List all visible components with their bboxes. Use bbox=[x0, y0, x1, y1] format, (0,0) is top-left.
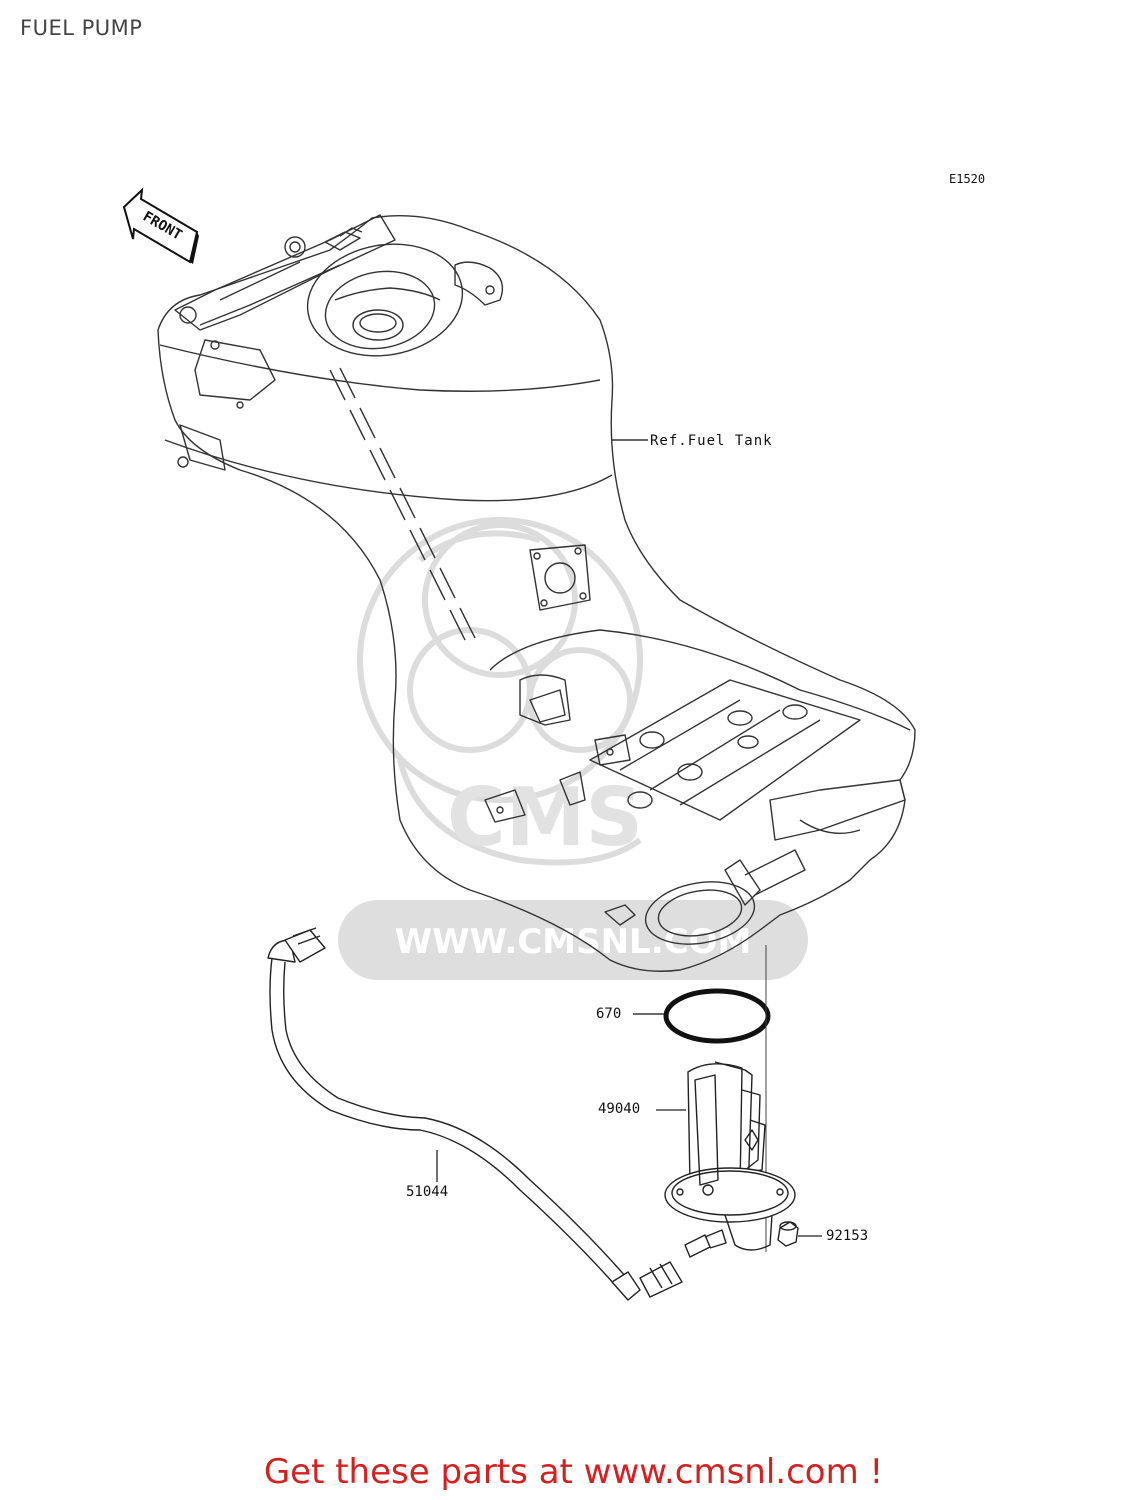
callout-fuel-pump-49040: 49040 bbox=[598, 1101, 641, 1117]
bolt-92153 bbox=[777, 1221, 822, 1247]
watermark-banner bbox=[338, 900, 808, 980]
fuel-pump-49040 bbox=[656, 1061, 796, 1258]
callout-ref-fuel-tank: Ref.Fuel Tank bbox=[650, 433, 773, 449]
page-title: FUEL PUMP bbox=[20, 16, 143, 40]
diagram-code: E1520 bbox=[949, 172, 986, 186]
fuel-hose-51044 bbox=[267, 927, 683, 1301]
callout-hose-51044: 51044 bbox=[406, 1184, 449, 1200]
watermark-url-text: WWW.CMSNL.COM bbox=[395, 922, 752, 962]
front-direction-arrow: FRONT bbox=[122, 187, 199, 264]
callout-bolt-92153: 92153 bbox=[826, 1228, 869, 1244]
footer-shop-link[interactable]: Get these parts at www.cmsnl.com ! bbox=[263, 1452, 884, 1492]
watermark-logo-text: CMS bbox=[447, 771, 643, 864]
callout-o-ring-670: 670 bbox=[596, 1006, 622, 1022]
fuel-tank-drawing bbox=[157, 214, 916, 972]
